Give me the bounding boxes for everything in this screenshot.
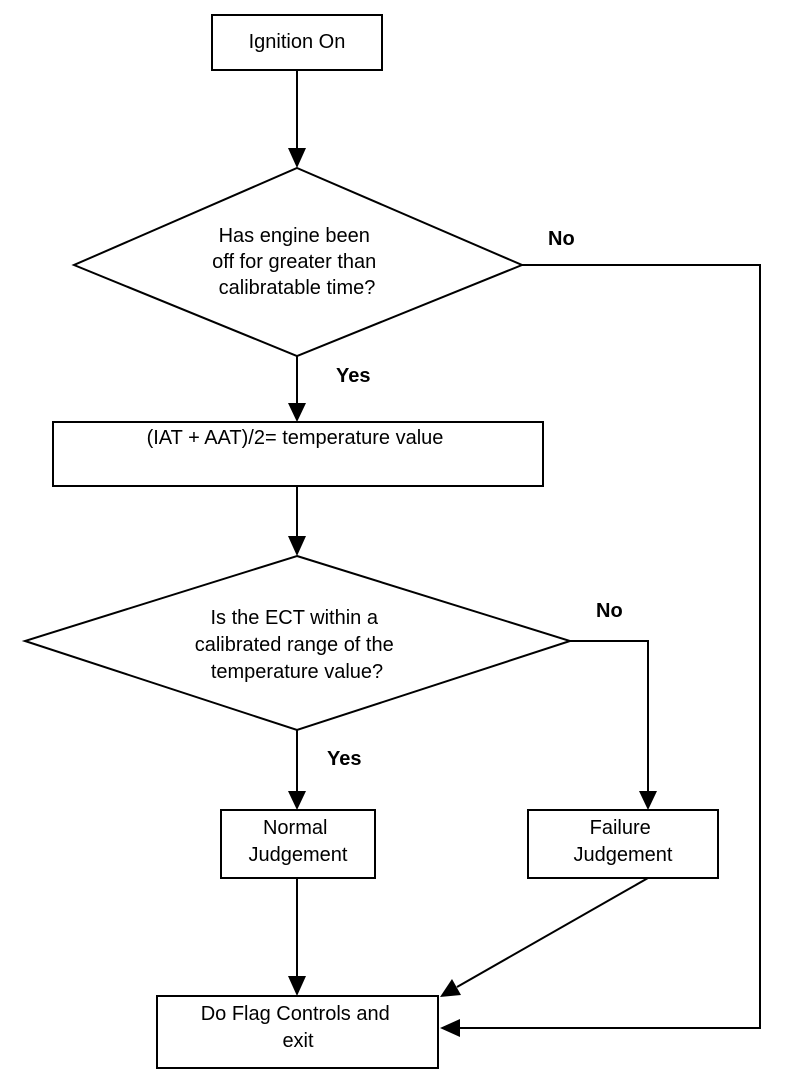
node-flag-controls-line: exit — [282, 1030, 314, 1052]
process-box — [527, 809, 719, 879]
svg-text:(IAT + AAT)/2= temperature val: (IAT + AAT)/2= temperature value — [147, 427, 444, 449]
svg-text:Is the ECT within a cali: Is the ECT within a calibrated range of … — [195, 607, 400, 683]
edge-label-ect-no: No — [596, 600, 623, 622]
node-ignition-line: Ignition On — [249, 31, 346, 53]
node-flag-controls-line: Do Flag Controls and — [201, 1003, 390, 1025]
process-box — [52, 421, 544, 487]
edge-label-ect-yes: Yes — [327, 748, 361, 770]
node-decision-off-time-line: Has engine been — [219, 225, 370, 247]
arrowhead-icon — [639, 791, 657, 810]
node-flag-controls: Do Flag Controls and exit — [156, 995, 439, 1069]
edges — [288, 70, 761, 1037]
edge-label-offtime-yes: Yes — [336, 365, 370, 387]
edge-offtime-no — [460, 264, 761, 1029]
decision-diamond — [21, 554, 574, 732]
node-decision-ect-line: Is the ECT within a — [210, 607, 378, 629]
node-temperature-calc-line: (IAT + AAT)/2= temperature value — [147, 427, 444, 449]
node-normal-judgement: Normal Judgement — [220, 809, 376, 879]
arrowhead-icon — [440, 979, 461, 997]
process-box — [211, 14, 383, 71]
svg-text:Has engine been off for: Has engine been off for greater than cal… — [212, 225, 382, 299]
arrowhead-icon — [288, 148, 306, 168]
svg-text:Normal Judgement: Normal Judgement — [249, 817, 348, 866]
node-decision-ect: Is the ECT within a calibrated range of … — [21, 554, 574, 732]
decision-diamond — [71, 166, 525, 358]
arrowhead-icon — [288, 791, 306, 810]
svg-text:Do Flag Controls and exi: Do Flag Controls and exit — [201, 1003, 396, 1052]
node-decision-off-time-line: off for greater than — [212, 251, 376, 273]
node-decision-ect-line: temperature value? — [211, 661, 383, 683]
arrowhead-icon — [288, 536, 306, 556]
arrowhead-icon — [440, 1019, 460, 1037]
arrowhead-icon — [288, 403, 306, 422]
node-normal-line: Normal — [263, 817, 327, 839]
node-failure-line: Judgement — [574, 844, 673, 866]
node-ignition: Ignition On — [211, 14, 383, 71]
node-failure-line: Failure — [590, 817, 651, 839]
node-decision-ect-line: calibrated range of the — [195, 634, 394, 656]
node-normal-line: Judgement — [249, 844, 348, 866]
process-box — [156, 995, 439, 1069]
edge-failure-to-flag — [456, 877, 649, 988]
node-temperature-calc: (IAT + AAT)/2= temperature value — [52, 421, 544, 487]
edge-label-offtime-no: No — [548, 228, 575, 250]
edge-ect-no — [570, 640, 649, 791]
node-failure-judgement: Failure Judgement — [527, 809, 719, 879]
node-decision-off-time-line: calibratable time? — [219, 277, 376, 299]
process-box — [220, 809, 376, 879]
arrowhead-icon — [288, 976, 306, 996]
svg-text:Ignition On: Ignition On — [249, 31, 346, 53]
node-decision-off-time: Has engine been off for greater than cal… — [71, 166, 525, 358]
svg-text:Failure Judgement: Failure Judgement — [574, 817, 673, 866]
